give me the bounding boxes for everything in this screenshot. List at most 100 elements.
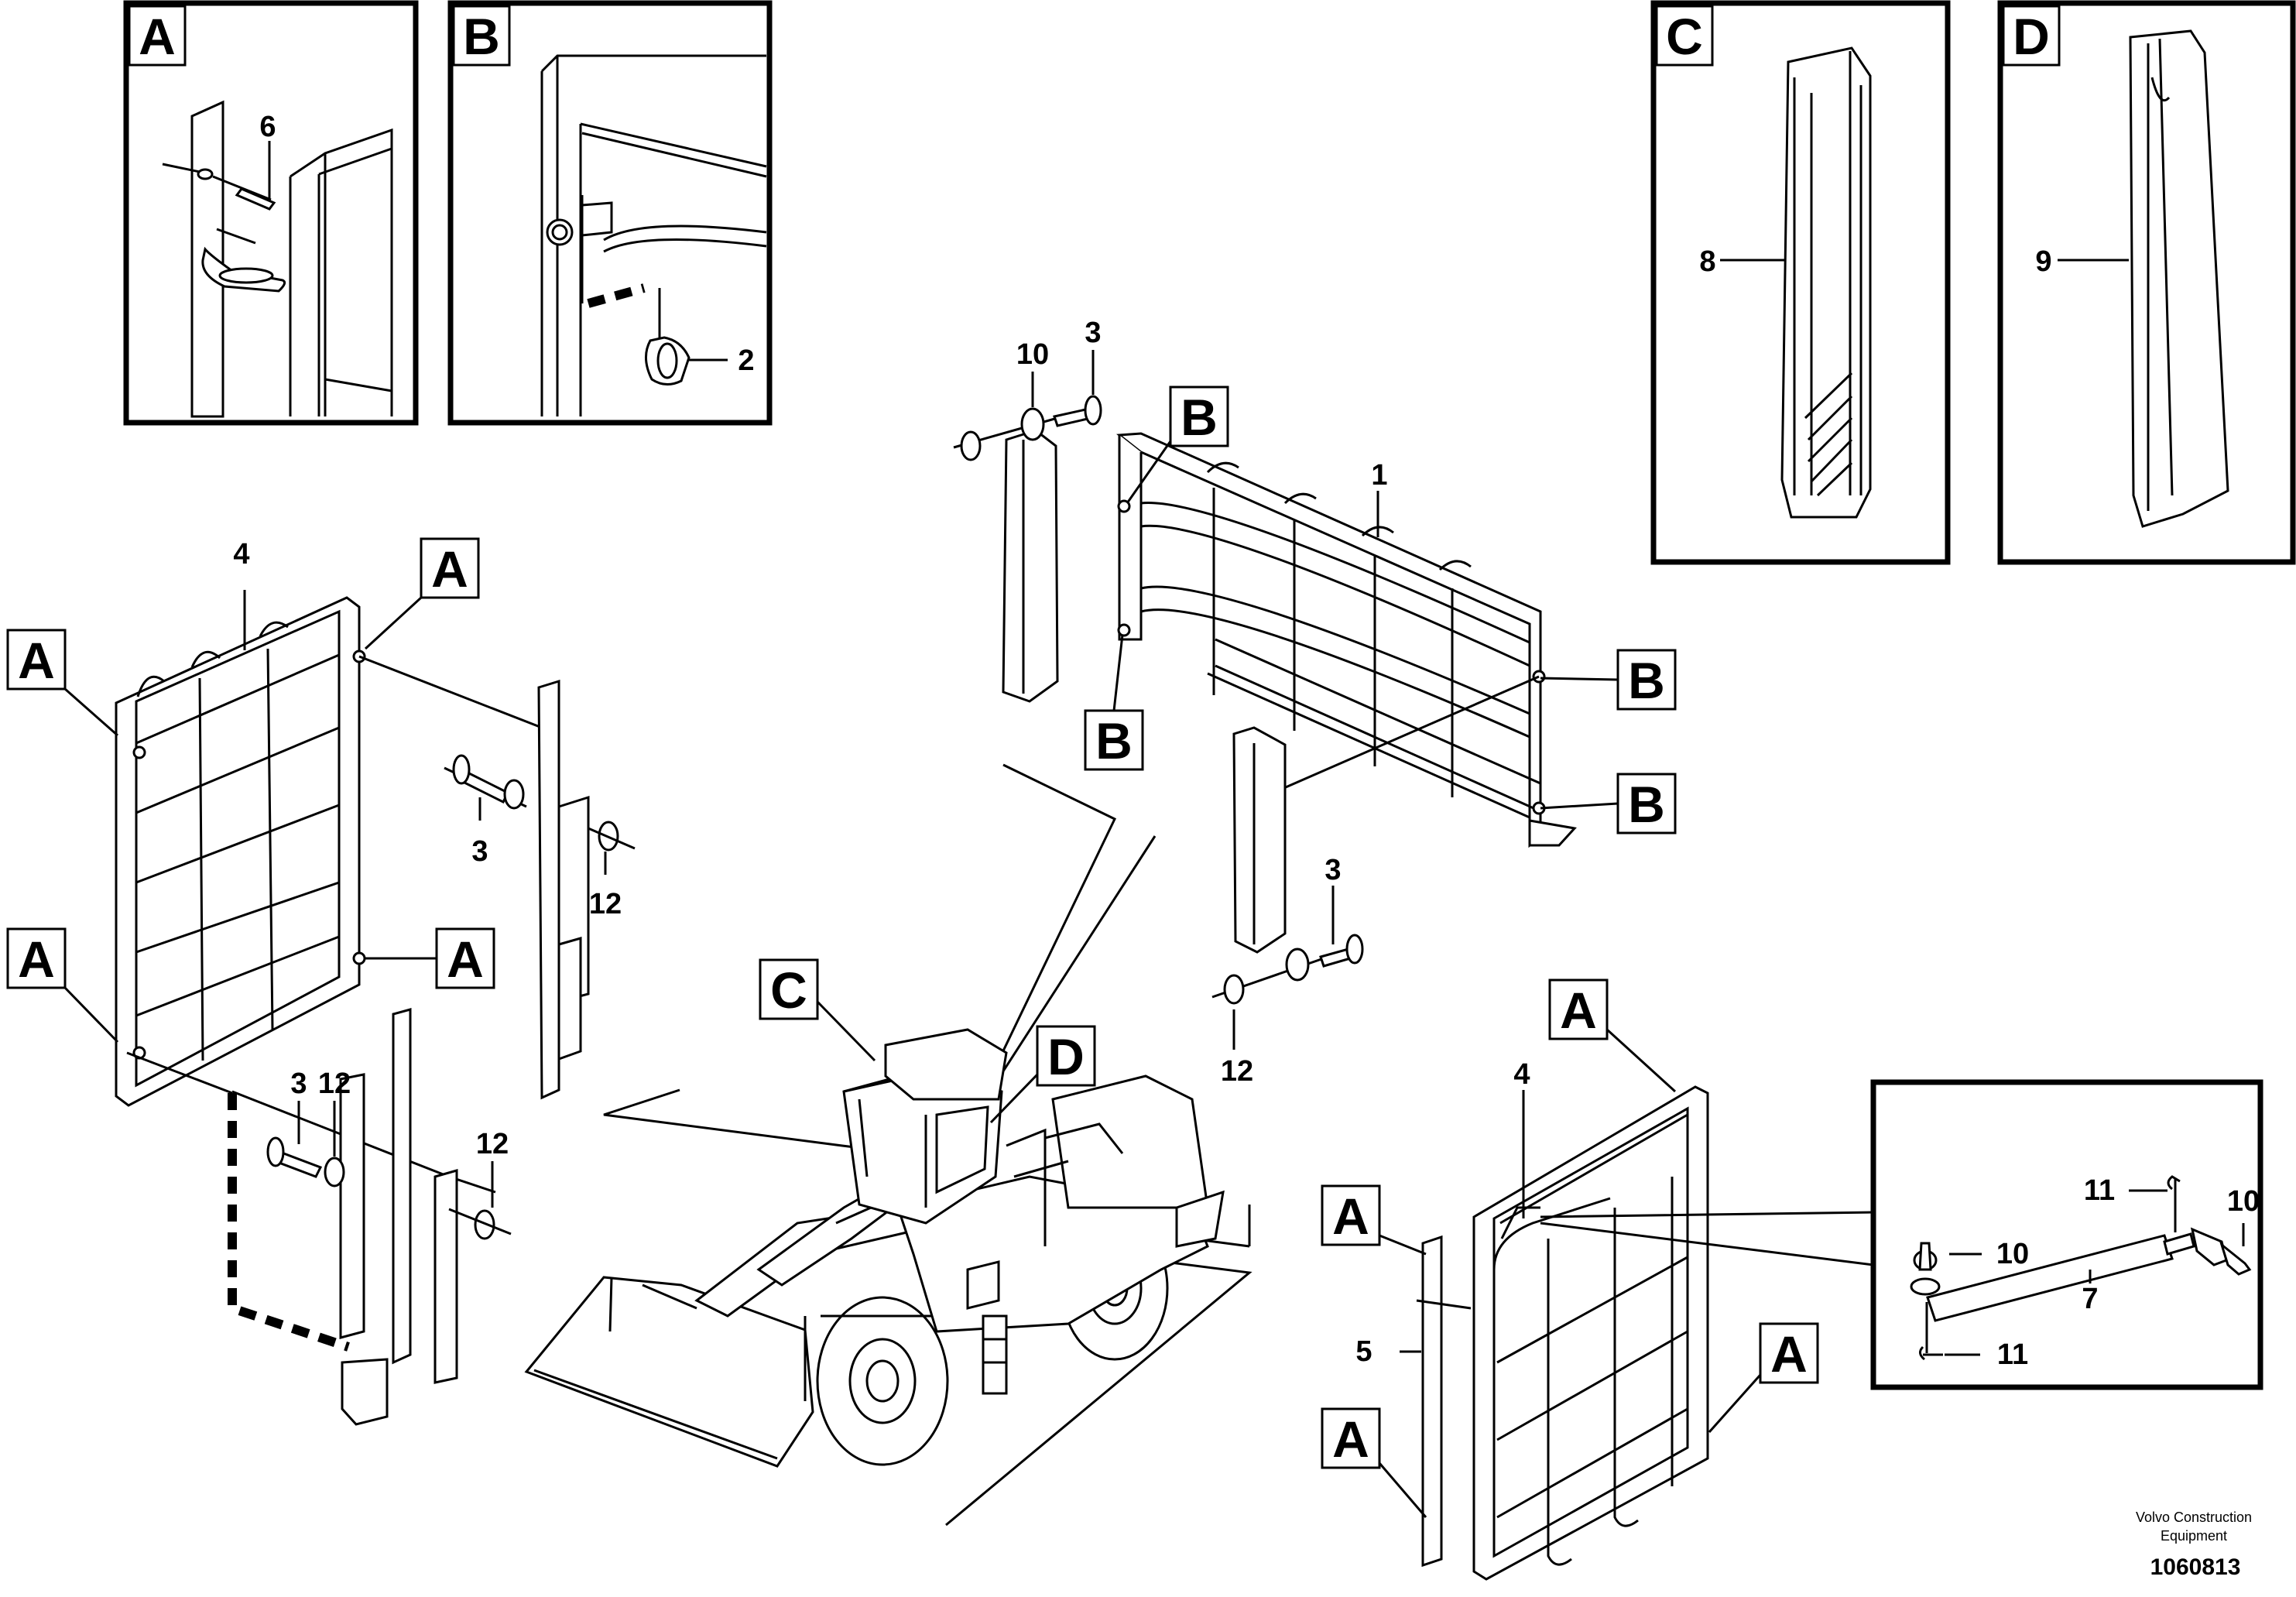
gas-strut-detail: 10 10 11 11 7 <box>1870 1079 2263 1390</box>
label-7: 7 <box>2082 1283 2098 1315</box>
callout-a-6: A <box>1332 1187 1369 1245</box>
callout-a-3: A <box>18 930 55 988</box>
label-1: 1 <box>1371 459 1387 492</box>
callout-d: D <box>1047 1028 1085 1085</box>
loader-callouts: C D <box>759 958 1096 1124</box>
detail-c-frame <box>1650 0 1951 565</box>
label-4-right: 4 <box>1513 1058 1530 1091</box>
hinge-strip-lower <box>392 1008 412 1365</box>
washer-left-top <box>960 430 982 461</box>
side-panel-9 <box>2129 29 2229 528</box>
callout-a-8: A <box>1770 1325 1808 1383</box>
door-rail-curve <box>603 224 767 253</box>
callout-a-2: A <box>431 540 468 598</box>
label-11-bottom: 11 <box>1997 1338 2028 1371</box>
drawing-number: 1060813 <box>2150 1554 2241 1580</box>
label-2: 2 <box>738 344 754 377</box>
bucket <box>524 1276 814 1468</box>
door-rail-top <box>580 122 767 178</box>
left-hinges: 3 12 3 12 12 <box>126 655 636 1426</box>
callout-a-5: A <box>1560 982 1597 1039</box>
callout-c: C <box>770 961 807 1019</box>
detail-a-label-box <box>128 5 187 67</box>
callout-a-4: A <box>447 930 484 988</box>
washer-12-middle <box>1223 974 1245 1005</box>
b-callouts: B B B B <box>1084 386 1677 834</box>
label-8: 8 <box>1699 245 1715 278</box>
label-11-top: 11 <box>2084 1174 2115 1207</box>
callout-a-7: A <box>1332 1410 1369 1468</box>
label-3-left-upper: 3 <box>471 835 488 868</box>
guard-1: 1 <box>1116 432 1577 848</box>
detail-b-label-box <box>452 5 511 67</box>
washer-middle <box>1285 948 1310 982</box>
detail-a-frame <box>123 0 419 426</box>
latch-slot <box>218 267 274 284</box>
ball-stud-10-right <box>2219 1241 2252 1276</box>
hinge-strip-upper <box>537 679 560 1100</box>
door-frame-top <box>540 54 766 73</box>
footer: Volvo Construction Equipment 1060813 <box>2136 1510 2252 1580</box>
washer-10-top <box>1020 407 1045 441</box>
hinge-strip-top <box>1002 429 1059 703</box>
guard-4-left: 4 <box>115 538 366 1107</box>
label-3-left-lower: 3 <box>290 1068 307 1100</box>
label-6: 6 <box>259 111 276 143</box>
screw-hole <box>197 168 214 180</box>
ladder <box>982 1314 1008 1395</box>
label-5: 5 <box>1355 1335 1372 1368</box>
detail-d-letter: D <box>2013 8 2050 65</box>
cab-roof <box>884 1028 1008 1101</box>
label-12-left-lower: 12 <box>318 1068 351 1100</box>
label-10-left: 10 <box>1996 1238 2029 1270</box>
vent-slats <box>1804 372 1853 497</box>
detail-c-label-box <box>1655 5 1714 67</box>
callout-b-4: B <box>1628 776 1665 833</box>
guide-dash-left <box>228 1093 350 1352</box>
detail-b-panel: B 2 <box>447 0 773 426</box>
label-12-middle: 12 <box>1221 1055 1253 1088</box>
washer-12-lower <box>324 1157 345 1187</box>
detail-a-letter: A <box>139 8 176 65</box>
guard-4-right: 4 5 A A A A <box>1321 978 1874 1581</box>
label-4-left: 4 <box>233 538 249 571</box>
washer-upper <box>503 779 525 810</box>
lock-pin-path <box>587 283 646 308</box>
label-3-middle: 3 <box>1324 854 1341 886</box>
gas-strut-frame <box>1870 1079 2263 1390</box>
detail-c-panel: C 8 <box>1650 0 1951 565</box>
top-hinge: 10 3 <box>953 317 1102 703</box>
footer-company-line2: Equipment <box>2161 1528 2227 1544</box>
label-10-right: 10 <box>2227 1185 2260 1218</box>
detail-d-label-box <box>2002 5 2061 67</box>
guard-4-frame <box>115 596 361 1107</box>
hinge-strip-middle <box>1232 726 1287 954</box>
left-a-callouts: A A A A <box>6 537 495 1044</box>
engine-hood <box>1051 1074 1209 1209</box>
detail-b-frame <box>447 0 773 426</box>
guard-4-bars <box>135 653 340 1017</box>
door-frame <box>290 128 393 416</box>
label-12-left-upper: 12 <box>589 888 622 920</box>
callout-b-2: B <box>1095 712 1133 769</box>
detail-d-panel: D 9 <box>1997 0 2296 565</box>
callout-b-1: B <box>1181 389 1218 446</box>
callout-b-3: B <box>1628 652 1665 709</box>
label-3-top: 3 <box>1085 317 1101 349</box>
guard-4-right-frame <box>1472 1085 1709 1581</box>
hinge-strip-5 <box>1421 1235 1443 1568</box>
wheel-loader <box>524 763 1253 1527</box>
detail-d-frame <box>1997 0 2296 565</box>
middle-hinge: 3 12 <box>1211 675 1540 1088</box>
detail-a-panel: A 6 <box>123 0 419 426</box>
callout-a-1: A <box>18 632 55 689</box>
label-12-left-far: 12 <box>476 1128 509 1160</box>
detail-b-letter: B <box>463 8 500 65</box>
door-frame-edges <box>289 153 327 416</box>
footer-company-line1: Volvo Construction <box>2136 1510 2252 1525</box>
detail-c-letter: C <box>1666 8 1703 65</box>
label-10-top: 10 <box>1016 338 1049 371</box>
label-9: 9 <box>2035 245 2051 278</box>
